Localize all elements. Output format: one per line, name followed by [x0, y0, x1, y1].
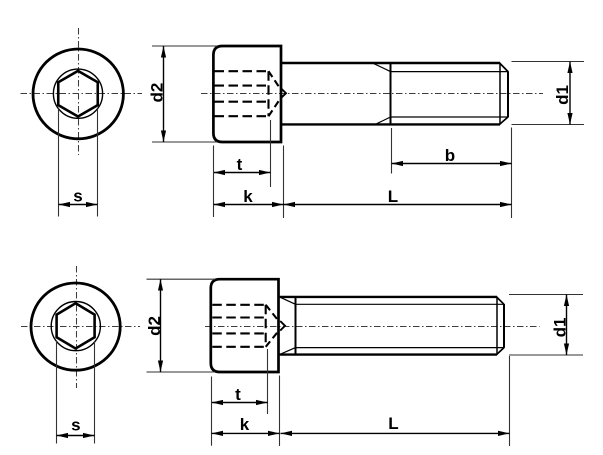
svg-text:t: t — [237, 155, 243, 174]
svg-text:s: s — [71, 416, 80, 435]
svg-text:d2: d2 — [145, 316, 164, 336]
svg-text:d1: d1 — [551, 318, 570, 338]
svg-text:d1: d1 — [553, 85, 572, 105]
svg-text:b: b — [445, 146, 455, 165]
svg-text:k: k — [243, 187, 253, 206]
svg-text:s: s — [73, 187, 82, 206]
svg-text:L: L — [388, 414, 398, 433]
svg-text:k: k — [240, 415, 250, 434]
svg-text:t: t — [235, 385, 241, 404]
svg-text:d2: d2 — [148, 83, 167, 103]
svg-text:L: L — [388, 187, 398, 206]
